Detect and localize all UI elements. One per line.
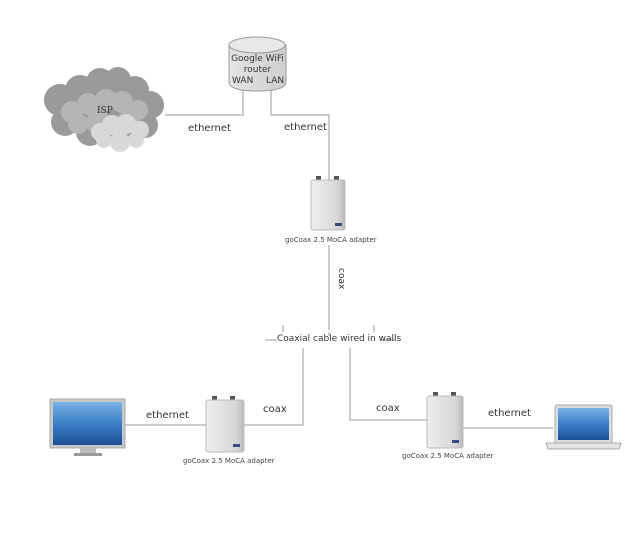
- router-title-line2: router: [243, 65, 272, 75]
- edge-router-adapter: [270, 88, 330, 180]
- adapter-left-icon: [205, 396, 245, 453]
- laptop-icon: [545, 404, 622, 450]
- edge-label-router-adapter: ethernet: [284, 122, 327, 133]
- connections: [125, 88, 553, 429]
- adapter-top-label: goCoax 2.5 MoCA adapter: [285, 236, 377, 244]
- router-title: Google WiFi router: [229, 54, 286, 76]
- edge-isp-router: [165, 88, 244, 116]
- isp-cloud-icon: [44, 67, 164, 152]
- adapter-left-label: goCoax 2.5 MoCA adapter: [183, 457, 275, 465]
- edge-bus-left: [244, 348, 304, 426]
- router-port-wan: WAN: [232, 76, 254, 86]
- edge-label-adapter-bus: coax: [336, 268, 346, 290]
- edge-label-isp-router: ethernet: [188, 123, 231, 134]
- router-cylinder-icon: [228, 36, 287, 92]
- adapter-right-label: goCoax 2.5 MoCA adapter: [402, 452, 494, 460]
- isp-label: ISP: [97, 106, 113, 116]
- edge-label-bus-left: coax: [263, 404, 287, 415]
- edge-label-desktop-adapter: ethernet: [146, 410, 189, 421]
- edge-label-bus-right: coax: [376, 403, 400, 414]
- edge-bus-right: [349, 348, 427, 421]
- desktop-monitor-icon: [49, 398, 126, 456]
- adapter-top-icon: [310, 176, 346, 231]
- router-title-line1: Google WiFi: [231, 54, 284, 64]
- router-port-lan: LAN: [266, 76, 285, 86]
- edge-label-adapter-laptop: ethernet: [488, 408, 531, 419]
- adapter-right-icon: [426, 392, 464, 449]
- coax-bus-label: Coaxial cable wired in walls: [277, 334, 402, 344]
